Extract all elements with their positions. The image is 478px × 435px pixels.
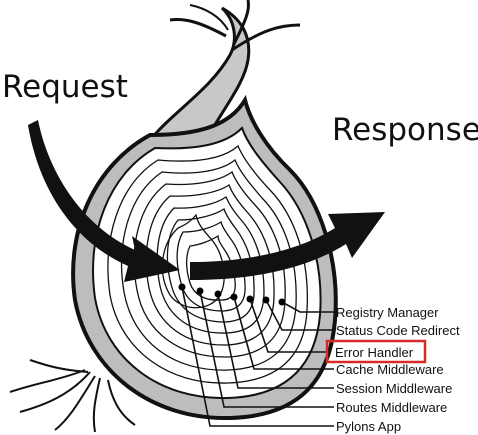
onion-stem: [146, 0, 301, 144]
dot-registry-manager: [278, 298, 286, 306]
response-label: Response: [332, 112, 478, 148]
layer-label-pylons-app: Pylons App: [336, 419, 401, 434]
layer-labels: Registry Manager Status Code Redirect Er…: [335, 305, 460, 434]
error-handler-highlight: [325, 339, 427, 364]
watermark: @稀土掘金技术社区: [368, 238, 458, 251]
dot-routes-middleware: [196, 287, 204, 295]
response-arrow: [190, 212, 385, 280]
dot-session-middleware: [214, 290, 222, 298]
onion-roots: [9, 359, 136, 433]
layer-dots: [178, 283, 286, 306]
dot-pylons-app: [178, 283, 186, 291]
dot-cache-middleware: [230, 293, 238, 301]
request-arrow: [28, 120, 180, 282]
layer-label-session-middleware: Session Middleware: [336, 381, 452, 396]
layer-label-registry-manager: Registry Manager: [336, 305, 439, 320]
layer-label-status-code-redirect: Status Code Redirect: [336, 323, 460, 338]
dot-error-handler: [246, 295, 254, 303]
request-label: Request: [2, 69, 128, 105]
layer-label-routes-middleware: Routes Middleware: [336, 400, 447, 415]
layer-label-error-handler: Error Handler: [335, 345, 414, 360]
layer-label-cache-middleware: Cache Middleware: [336, 362, 444, 377]
layer-leader-lines: [181, 286, 334, 427]
dot-status-code-redirect: [262, 296, 270, 304]
